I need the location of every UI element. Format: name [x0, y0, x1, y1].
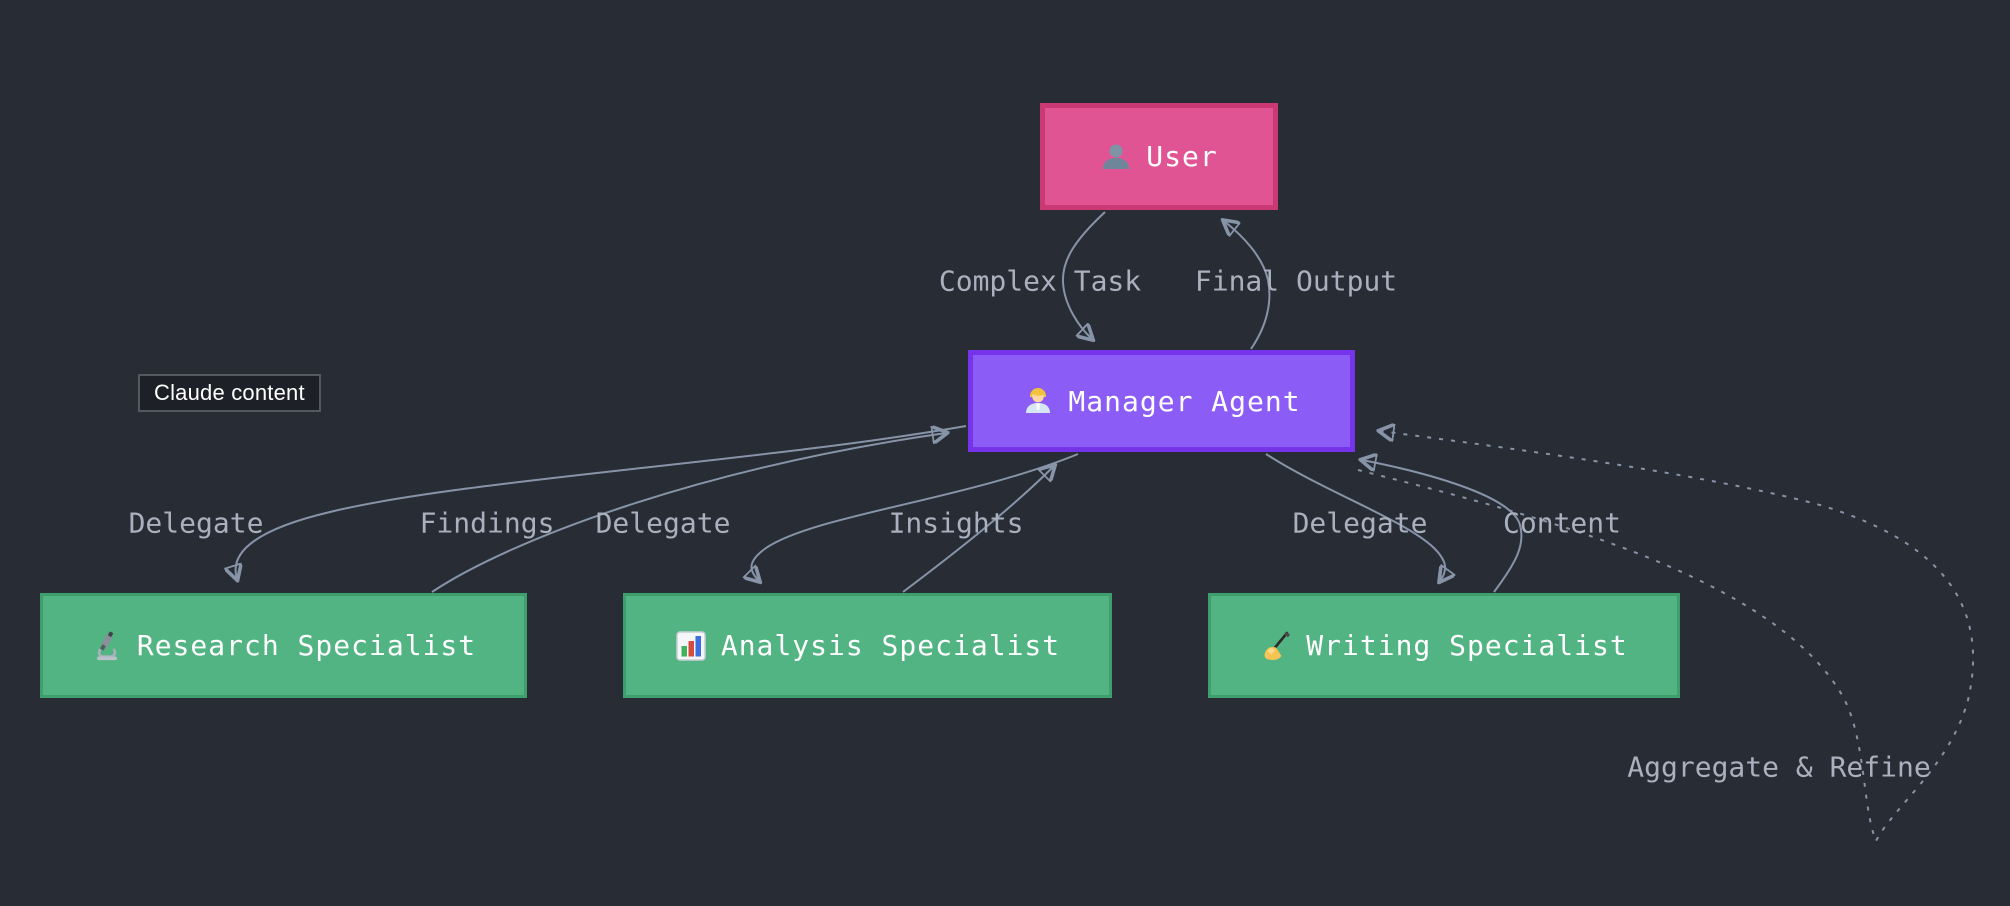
- edge-delegate-research: [236, 425, 967, 579]
- bar-chart-icon: [675, 630, 707, 662]
- node-writing-label: Writing Specialist: [1306, 629, 1628, 662]
- edge-delegate-writing: [1265, 453, 1445, 581]
- writing-hand-icon: [1260, 630, 1292, 662]
- node-research-specialist[interactable]: Research Specialist: [40, 593, 527, 698]
- edge-findings: [431, 433, 946, 593]
- edge-label-findings: Findings: [419, 506, 555, 540]
- node-manager-label: Manager Agent: [1068, 384, 1301, 418]
- node-user-label: User: [1146, 140, 1218, 173]
- edge-label-delegate-writing: Delegate: [1292, 506, 1428, 540]
- edge-insights: [902, 466, 1054, 593]
- node-analysis-specialist[interactable]: Analysis Specialist: [623, 593, 1112, 698]
- edge-delegate-analysis: [751, 453, 1079, 581]
- edge-label-final-output: Final Output: [1194, 264, 1398, 298]
- edge-label-content: Content: [1502, 506, 1622, 540]
- node-research-label: Research Specialist: [136, 629, 477, 662]
- microscope-icon: [91, 630, 123, 662]
- edge-final-output: [1224, 221, 1271, 350]
- edge-complex-task: [1061, 211, 1106, 339]
- claude-content-tooltip: Claude content: [138, 374, 321, 412]
- office-worker-icon: [1022, 385, 1054, 417]
- node-analysis-label: Analysis Specialist: [720, 629, 1061, 662]
- edge-label-insights: Insights: [888, 506, 1024, 540]
- edge-label-aggregate-refine: Aggregate & Refine: [1627, 750, 1931, 784]
- node-writing-specialist[interactable]: Writing Specialist: [1208, 593, 1680, 698]
- edge-label-delegate-research: Delegate: [128, 506, 264, 540]
- node-manager-agent[interactable]: Manager Agent: [968, 350, 1355, 452]
- edge-label-complex-task: Complex Task: [938, 264, 1142, 298]
- edge-label-delegate-analysis: Delegate: [595, 506, 731, 540]
- bust-silhouette-icon: [1100, 141, 1132, 173]
- edge-content: [1362, 460, 1523, 593]
- node-user[interactable]: User: [1040, 103, 1278, 210]
- edge-aggregate-refine-loop: [1357, 431, 1975, 844]
